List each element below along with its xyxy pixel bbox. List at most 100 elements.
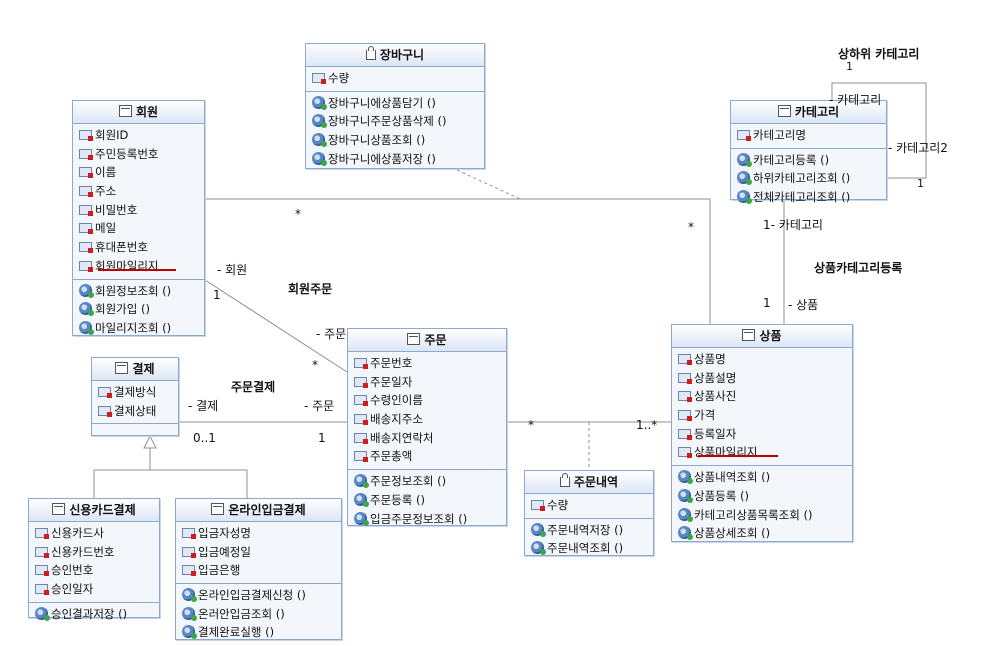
operation-row: 주문내역조회 () (525, 539, 653, 558)
attribute-icon (79, 223, 93, 235)
attribute-icon (678, 410, 692, 422)
class-category[interactable]: 카테고리 카테고리명 카테고리등록 () 하위카테고리조회 () 전체카테고리조… (730, 100, 887, 205)
class-order-detail[interactable]: 주문내역 수량 주문내역저장 () 주문내역조회 () (524, 470, 654, 556)
attribute-row: 주문번호 (348, 354, 506, 373)
class-product[interactable]: 상품 상품명 상품설명 상품사진 가격 등록일자 상품마일리지 상품내역조회 (… (671, 324, 853, 542)
bag-icon (559, 473, 570, 487)
attribute-label: 승인일자 (51, 582, 94, 597)
operation-label: 주문내역조회 () (547, 541, 624, 556)
online-attributes: 입금자성명 입금예정일 입금은행 (176, 522, 341, 585)
attribute-label: 수령인이름 (370, 393, 423, 408)
attribute-row: 배송지주소 (348, 410, 506, 429)
class-icon (211, 503, 225, 515)
attribute-icon (98, 387, 112, 398)
order-role-label-2: - 주문 (304, 399, 335, 413)
attribute-icon (354, 358, 368, 369)
operation-label: 마일리지조회 () (95, 320, 172, 335)
attribute-label: 신용카드사 (51, 526, 104, 540)
class-cart[interactable]: 장바구니 수량 장바구니에상품담기 () 장바구니주문상품삭제 () 장바구니상… (305, 43, 485, 169)
attribute-icon (79, 148, 93, 160)
class-category-header: 카테고리 (731, 101, 886, 124)
class-order[interactable]: 주문 주문번호 주문일자 수령인이름 배송지주소 배송지연락처 주문총액 주문정… (347, 328, 507, 526)
member-role-label: - 회원 (217, 263, 248, 277)
attribute-row: 주문총액 (348, 447, 506, 466)
attribute-row: 상품사진 (672, 387, 852, 406)
class-icon (115, 362, 129, 374)
attribute-row: 배송지연락처 (348, 429, 506, 448)
gear-icon (678, 526, 693, 541)
gear-icon (737, 152, 752, 167)
cart-operations: 장바구니에상품담기 () 장바구니주문상품삭제 () 장바구니상품조회 () 장… (306, 92, 484, 172)
attribute-icon (678, 354, 692, 365)
operation-label: 장바구니주문상품삭제 () (328, 114, 447, 129)
class-order-detail-title: 주문내역 (573, 475, 619, 489)
attribute-row: 결제방식 (92, 383, 178, 402)
operation-row: 전체카테고리조회 () (731, 188, 886, 207)
attribute-label: 결제방식 (114, 385, 157, 399)
operation-label: 전체카테고리조회 () (753, 190, 851, 205)
gear-icon (354, 474, 369, 489)
attribute-icon (35, 528, 49, 539)
attribute-icon (354, 376, 368, 388)
operation-row: 카테고리등록 () (731, 151, 886, 170)
product-category-assoc-label: 상품카테고리등록 (814, 261, 903, 275)
gear-icon (737, 190, 752, 205)
member-operations: 회원정보조회 () 회원가입 () 마일리지조회 () (73, 280, 204, 341)
attribute-icon (98, 405, 112, 417)
class-member-title: 회원 (135, 105, 159, 119)
class-cart-header: 장바구니 (306, 44, 484, 67)
class-member-header: 회원 (73, 101, 204, 124)
bag-icon (365, 46, 376, 60)
attribute-label: 상품사진 (694, 389, 737, 404)
class-member[interactable]: 회원 회원ID 주민등록번호 이름 주소 비밀번호 메일 휴대폰번호 회원마일리… (72, 100, 205, 336)
operation-row: 온러안입금조회 () (176, 605, 341, 624)
operation-label: 회원가입 () (95, 302, 150, 317)
gear-icon (678, 470, 693, 485)
payment-operations (92, 424, 178, 441)
hierarchy-bottom-multiplicity: 1 (917, 177, 924, 190)
category-self-loop (831, 82, 927, 179)
gear-icon (531, 522, 546, 537)
member-star-multiplicity: * (295, 207, 301, 221)
category-role-label: 1- 카테고리 (763, 218, 823, 232)
class-icon (118, 105, 132, 117)
detail-operations: 주문내역저장 () 주문내역조회 () (525, 519, 653, 561)
payment-multiplicity: 0..1 (193, 431, 216, 445)
operation-label: 주문내역저장 () (547, 522, 624, 537)
attribute-row: 수량 (525, 496, 653, 515)
operation-row: 하위카테고리조회 () (731, 169, 886, 188)
operation-label: 장바구니에상품담기 () (328, 95, 436, 110)
attribute-label: 카테고리명 (753, 128, 806, 142)
gear-icon (354, 511, 369, 526)
payment-order-assoc-label: 주문결제 (231, 380, 276, 394)
attribute-row: 승인번호 (29, 561, 159, 580)
payment-attributes: 결제방식 결제상태 (92, 381, 178, 425)
attribute-row: 이름 (73, 163, 204, 182)
cart-attributes: 수량 (306, 67, 484, 92)
operation-label: 상품상세조회 () (694, 526, 771, 541)
class-icon (742, 329, 756, 341)
operation-label: 장바구니상품조회 () (328, 133, 426, 148)
payment-role-label: - 결제 (188, 399, 219, 413)
attribute-label: 이름 (95, 165, 117, 180)
product-star-multiplicity: * (688, 220, 694, 234)
gear-icon (79, 283, 94, 298)
class-credit-card-title: 신용카드결제 (69, 503, 136, 517)
online-operations: 온라인입금결제신청 () 온러안입금조회 () 결제완료실행 () (176, 584, 341, 645)
class-product-header: 상품 (672, 325, 852, 348)
operation-label: 카테고리등록 () (753, 152, 830, 167)
class-icon (52, 503, 66, 515)
class-online-payment[interactable]: 온라인입금결제 입금자성명 입금예정일 입금은행 온라인입금결제신청 () 온러… (175, 498, 342, 640)
gear-icon (354, 492, 369, 507)
class-credit-card[interactable]: 신용카드결제 신용카드사 신용카드번호 승인번호 승인일자 승인결과저장 () (28, 498, 160, 621)
attribute-label: 신용카드번호 (51, 544, 115, 559)
attribute-row: 승인일자 (29, 580, 159, 599)
attribute-icon (354, 414, 368, 426)
attribute-row: 회원마일리지 (73, 257, 204, 276)
attribute-icon (678, 372, 692, 384)
attribute-row: 회원ID (73, 126, 204, 145)
class-order-header: 주문 (348, 329, 506, 352)
class-payment[interactable]: 결제 결제방식 결제상태 (91, 357, 179, 436)
member-one-multiplicity: 1 (213, 288, 221, 302)
